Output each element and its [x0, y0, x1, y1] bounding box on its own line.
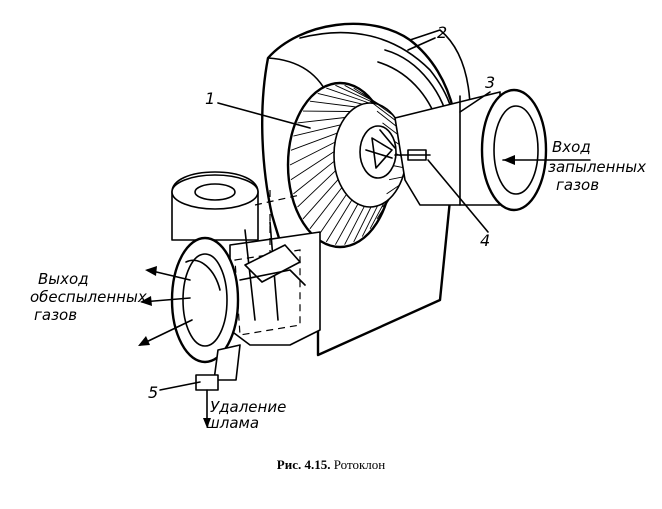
impeller-vane	[297, 170, 337, 208]
leader-lines	[159, 37, 491, 391]
impeller-vane	[369, 202, 385, 230]
impeller	[286, 81, 407, 249]
impeller-vane	[362, 93, 394, 116]
outlet-label-line2: обеспыленных	[30, 288, 147, 306]
figure-caption: Рис. 4.15. Ротоклон	[0, 457, 662, 473]
impeller-vane	[302, 179, 339, 220]
outlet-arrow-icon	[138, 336, 150, 346]
sludge-label-line1: Удаление	[210, 398, 286, 416]
caption-prefix: Рис. 4.15.	[276, 457, 331, 472]
impeller-vane	[317, 92, 363, 105]
flow-arrows	[138, 155, 591, 346]
inlet-label-line3: газов	[556, 176, 599, 194]
impeller-vane	[309, 100, 357, 108]
outlet-flange	[170, 236, 240, 364]
outlet-arrow-icon	[140, 296, 152, 306]
impeller-vane	[389, 176, 403, 181]
impeller-vane	[335, 203, 359, 245]
impeller-vane	[361, 205, 379, 237]
impeller-vane	[293, 124, 341, 137]
impeller-vane	[309, 187, 343, 230]
impeller-vane	[369, 100, 399, 123]
outlet-label-line1: Выход	[38, 270, 89, 288]
impeller-vane	[293, 160, 335, 195]
outlet-chamber	[171, 171, 321, 346]
impeller-vane	[344, 206, 365, 245]
impeller-vane	[290, 132, 338, 151]
impeller-vane	[326, 87, 370, 104]
impeller-vane	[317, 194, 347, 237]
outlet-arrow-icon	[145, 266, 157, 276]
impeller-vane	[335, 84, 376, 105]
sludge-drain	[195, 344, 241, 428]
inlet-label-line2: запыленных	[548, 158, 646, 176]
callout-2: 2	[437, 23, 447, 42]
impeller-vane	[297, 117, 346, 124]
inlet-pipe	[394, 88, 548, 212]
callout-3: 3	[485, 73, 495, 92]
impeller-vane	[290, 151, 335, 181]
impeller-vane	[325, 199, 353, 243]
inlet-arrow-icon	[503, 155, 515, 165]
impeller-vane	[386, 184, 400, 195]
impeller-vane	[289, 141, 336, 166]
callout-1: 1	[205, 89, 215, 108]
outlet-label-line3: газов	[34, 306, 77, 324]
impeller-vane	[353, 206, 372, 243]
callout-4: 4	[480, 231, 490, 250]
shaft-bearing	[394, 149, 431, 161]
caption-title: Ротоклон	[333, 457, 386, 472]
impeller-vane	[376, 198, 391, 220]
sludge-label-line2: шлама	[206, 414, 259, 432]
inlet-label-line1: Вход	[552, 138, 591, 156]
callout-5: 5	[148, 383, 158, 402]
